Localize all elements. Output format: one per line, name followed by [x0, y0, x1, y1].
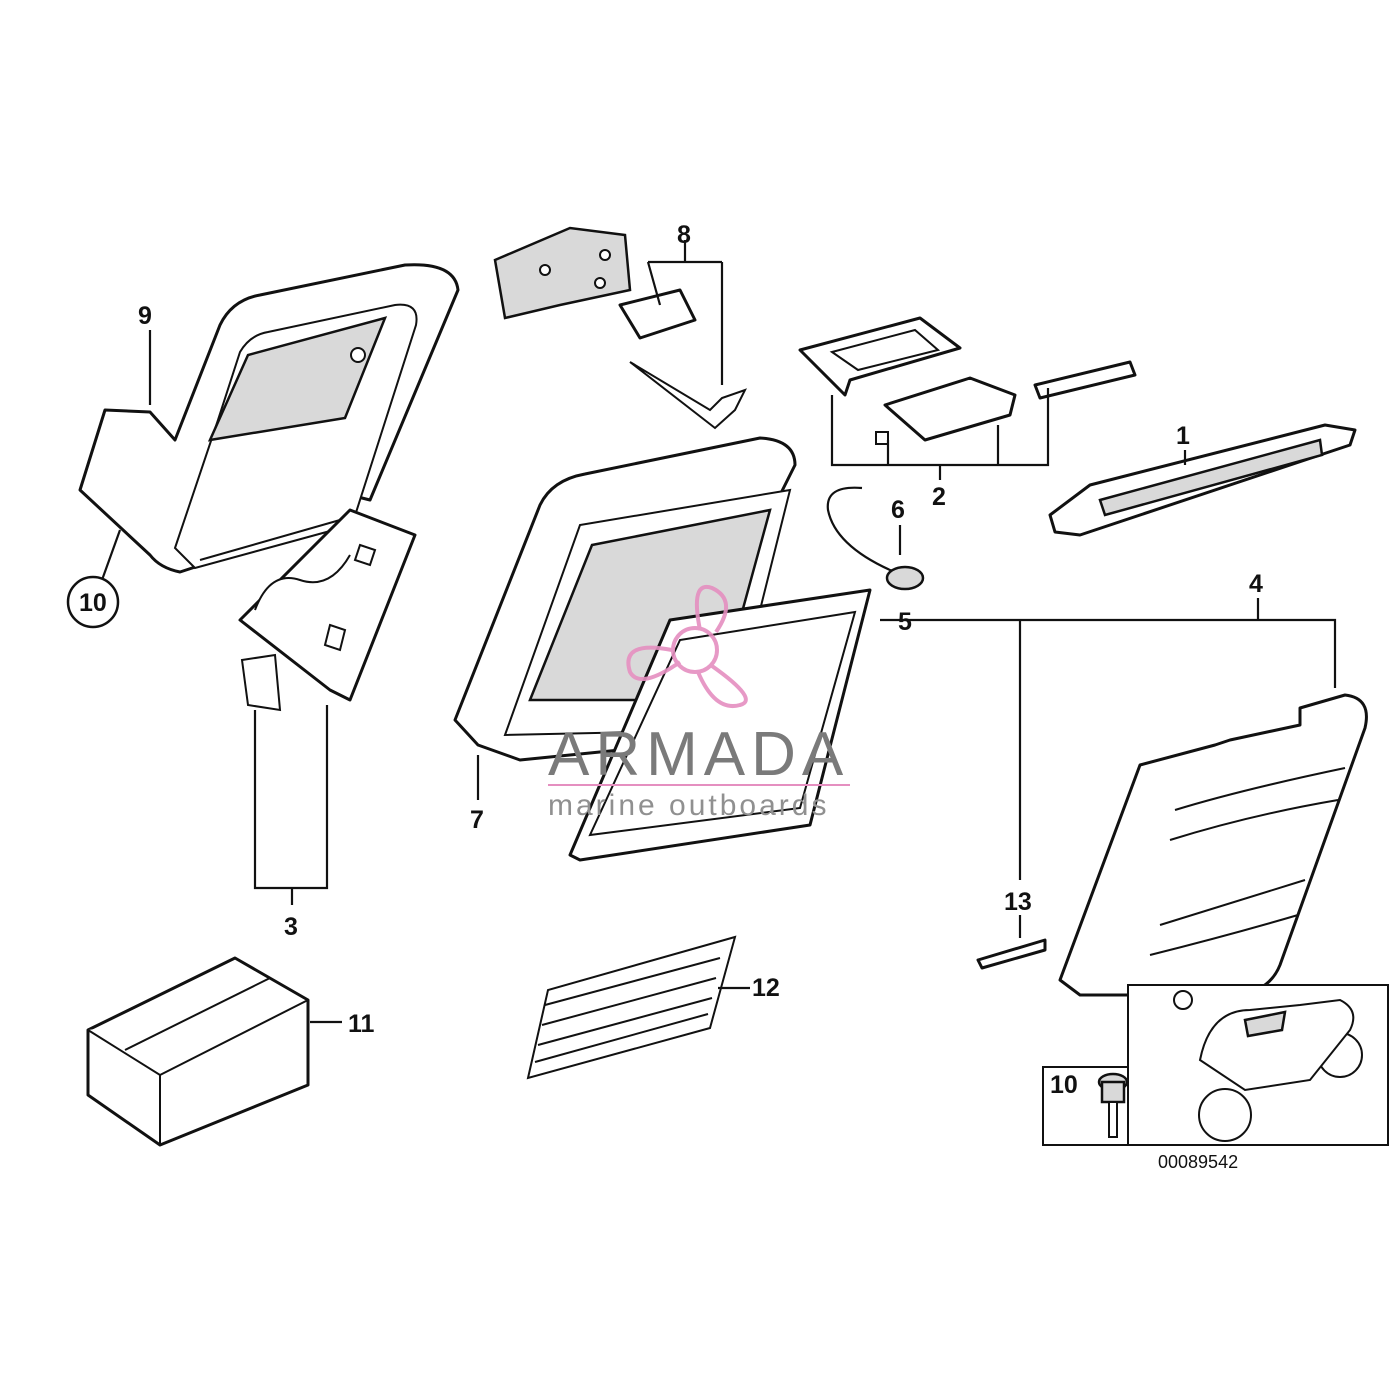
part-13-pin [976, 938, 1047, 970]
callout-10-circled: 10 [79, 589, 107, 617]
callout-4: 4 [1249, 570, 1263, 598]
part-5-gasket-frame [568, 588, 872, 862]
motorcycle-icon [1173, 990, 1363, 1142]
callout-10-inset: 10 [1050, 1071, 1078, 1099]
part-11-box [86, 956, 310, 1147]
bolt-icon [1097, 1072, 1129, 1138]
part-3-circuit-board [238, 508, 417, 712]
part-12-decal [526, 935, 737, 1080]
part-6-cable [826, 486, 925, 591]
callout-1: 1 [1176, 422, 1190, 450]
callout-8: 8 [677, 221, 691, 249]
part-9-case-shell [78, 263, 460, 574]
diagram-number: 00089542 [1158, 1152, 1238, 1172]
watermark-subtitle: marine outboards [548, 789, 829, 822]
callout-9: 9 [138, 302, 152, 330]
watermark-title: ARMADA [548, 720, 849, 789]
part-4-outer-cover [1058, 693, 1368, 997]
leader-lines [100, 240, 1337, 1024]
callout-10-circle [66, 575, 120, 629]
callout-6: 6 [891, 496, 905, 524]
part-8-lock-set [493, 226, 747, 430]
watermark-logo-icon [626, 584, 748, 708]
callout-12: 12 [752, 974, 780, 1002]
part-2-bracket-set [798, 316, 1137, 445]
callout-11: 11 [348, 1010, 375, 1038]
callout-2: 2 [932, 483, 946, 511]
callout-13: 13 [1004, 888, 1032, 916]
callout-7: 7 [470, 806, 484, 834]
inset-panel [1042, 984, 1389, 1146]
callout-5: 5 [898, 608, 912, 636]
part-1-light-strip [1048, 423, 1357, 537]
callout-3: 3 [284, 913, 298, 941]
